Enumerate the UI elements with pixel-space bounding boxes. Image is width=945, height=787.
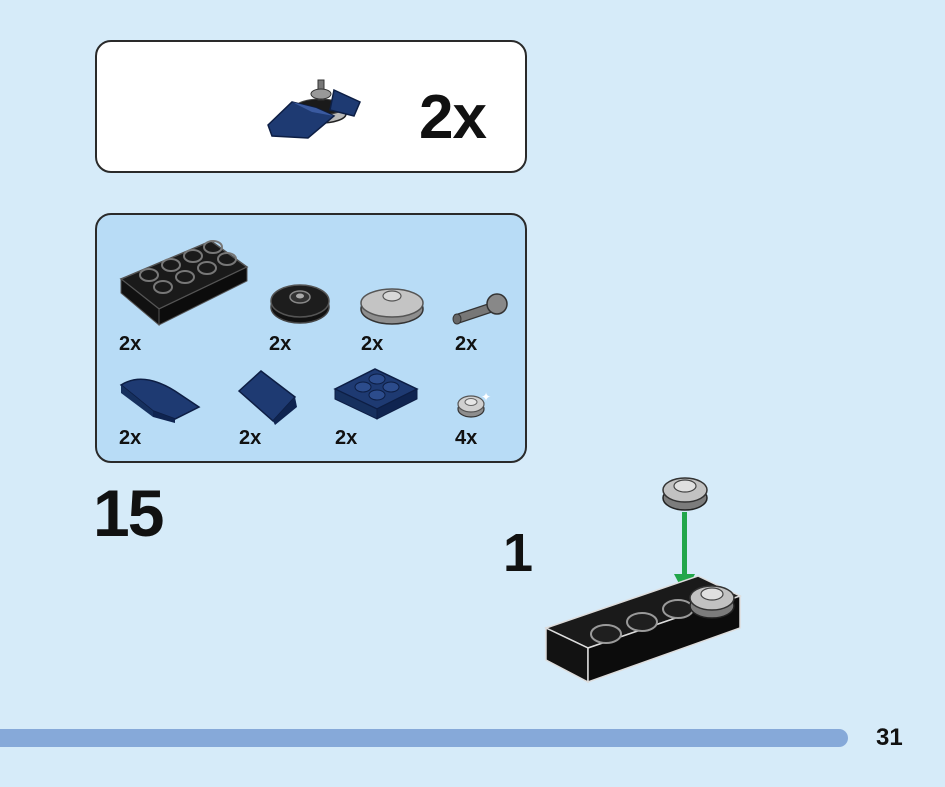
part-qty-gray-dish: 2x: [361, 333, 384, 355]
substep-number: 1: [503, 523, 534, 583]
submodel-assembly-icon: [262, 70, 367, 142]
submodel-callout: 2x: [95, 40, 527, 173]
falling-round-plate-icon: [662, 477, 708, 511]
gray-dish-icon: [359, 281, 425, 329]
blue-slope-icon: [237, 367, 299, 425]
gray-round-plate-icon: ✦: [453, 391, 493, 421]
gray-bar-with-ball-icon: [451, 291, 511, 327]
black-plate-2x4-icon: [119, 237, 249, 327]
assembly-illustration: [540, 470, 745, 692]
part-qty-blue-slope: 2x: [239, 427, 262, 449]
part-qty-gray-round-plate: 4x: [455, 427, 478, 449]
part-qty-gray-bar: 2x: [455, 333, 478, 355]
blue-curved-slope-icon: [117, 373, 201, 423]
blue-plate-2x2-icon: [333, 363, 419, 423]
part-qty-black-round-plate: 2x: [269, 333, 292, 355]
submodel-quantity: 2x: [419, 83, 487, 152]
step-number: 15: [93, 476, 164, 550]
parts-list: 2x 2x 2x 2x 2x: [95, 213, 527, 463]
progress-bar: [0, 729, 848, 747]
part-qty-blue-plate: 2x: [335, 427, 358, 449]
black-round-plate-icon: [269, 281, 331, 329]
part-qty-blue-curved-slope: 2x: [119, 427, 142, 449]
page-number: 31: [876, 724, 903, 751]
part-qty-black-plate: 2x: [119, 333, 142, 355]
svg-text:✦: ✦: [481, 391, 491, 404]
